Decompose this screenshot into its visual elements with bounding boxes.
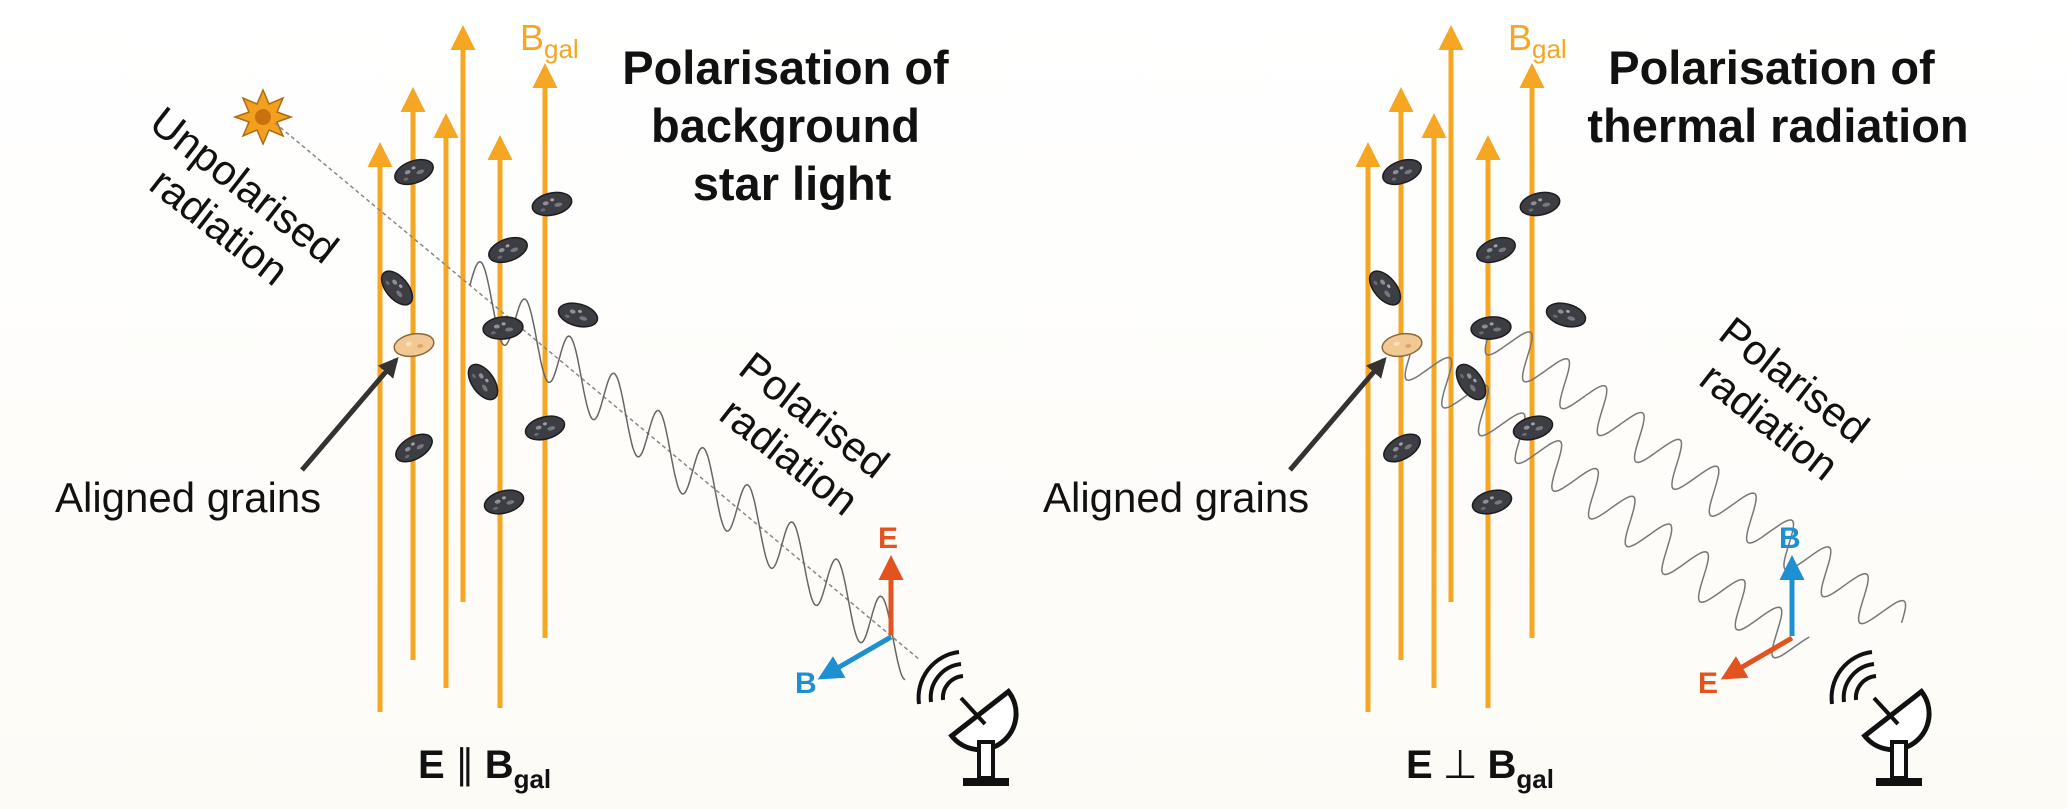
emitted-wave-lower [1404, 354, 1810, 659]
dust-grain-icon [1469, 314, 1513, 342]
dust-grain-icon [529, 188, 575, 220]
dust-grain-icon [390, 154, 438, 190]
dust-grain-icon [1517, 188, 1563, 220]
field-vectors: E B [795, 522, 904, 700]
dust-grain-icon [484, 232, 532, 268]
field-vectors: B E [1698, 522, 1805, 700]
e-vector-label: E [1698, 667, 1718, 700]
aligned-grains-label: Aligned grains [1043, 474, 1309, 521]
aligned-grains [374, 154, 601, 519]
dust-grain-icon [1472, 232, 1520, 268]
panel-title: Polarisation of thermal radiation [1587, 41, 1968, 152]
highlighted-grain [1379, 329, 1425, 361]
polarisation-relation: E⊥Bgal [1406, 743, 1554, 794]
e-vector-label: E [878, 522, 898, 555]
field-label: Bgal [520, 17, 579, 64]
galactic-field-lines [1355, 25, 1545, 712]
field-label: Bgal [1508, 17, 1567, 64]
dust-grain-icon [1469, 485, 1515, 519]
right-panel: Bgal Polarisation of thermal radiation P… [1043, 17, 1969, 794]
highlighted-grain [391, 329, 437, 361]
dust-grain-icon [1378, 154, 1426, 190]
grains-pointer-arrow [300, 356, 399, 472]
dust-grain-icon [555, 298, 601, 332]
grains-pointer-arrow [1288, 356, 1387, 472]
polarisation-relation: E∥Bgal [418, 743, 551, 794]
dust-grain-icon [522, 411, 568, 445]
galactic-field-lines [367, 25, 558, 712]
unpolarised-radiation-label: Unpolarised radiation [112, 97, 356, 317]
aligned-grains [1362, 154, 1589, 519]
dust-grain-icon [1510, 411, 1556, 445]
panel-title: Polarisation of background star light [622, 41, 962, 210]
dust-grain-icon [1449, 358, 1493, 406]
radio-dish-icon [919, 652, 1031, 786]
polarised-wave [469, 261, 906, 681]
b-vector-label: B [1779, 522, 1801, 555]
star-icon [232, 88, 294, 146]
polarised-radiation-label: Polarised radiation [1681, 308, 1887, 498]
b-vector-label: B [795, 667, 817, 700]
left-panel: Bgal Polarisation of background star lig… [55, 17, 1031, 794]
emitted-wave-upper [1484, 329, 1907, 625]
radio-dish-icon [1832, 652, 1944, 786]
aligned-grains-label: Aligned grains [55, 474, 321, 521]
dust-grain-icon [481, 485, 527, 519]
dust-grain-icon [1543, 298, 1589, 332]
dust-grain-icon [461, 358, 505, 406]
dust-grain-icon [481, 314, 525, 342]
